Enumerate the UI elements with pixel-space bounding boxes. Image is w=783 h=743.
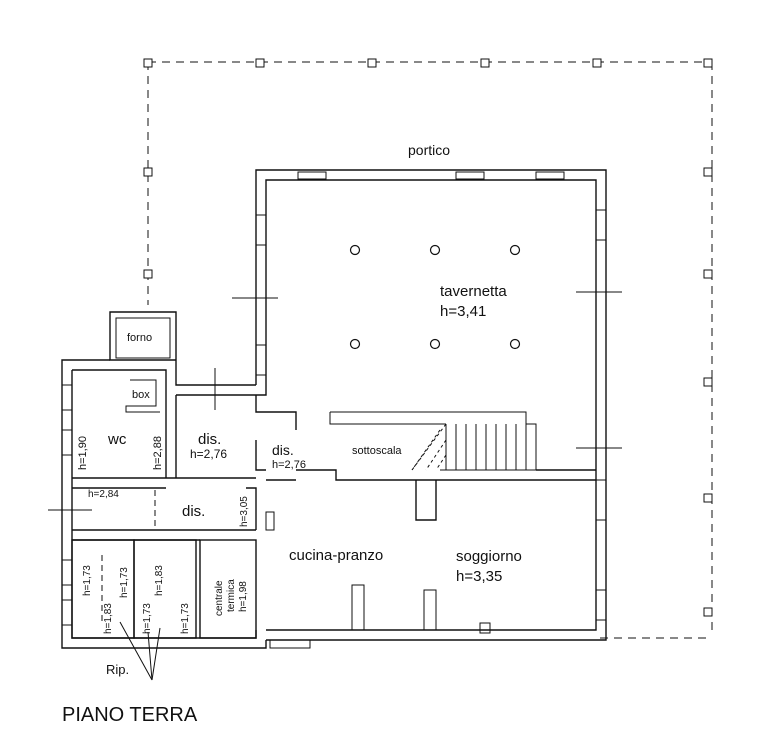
- forno-label: forno: [127, 332, 152, 344]
- closet-2-height-c: h=1,73: [180, 603, 191, 634]
- closet-1-height-c: h=1,73: [119, 567, 130, 598]
- soggiorno-label: soggiorno: [456, 548, 522, 565]
- dis-1-height: h=2,76: [190, 447, 227, 461]
- dis-1-label: dis.: [198, 431, 221, 448]
- wc-right-height: h=2,88: [152, 436, 164, 470]
- ceiling-lights: [349, 244, 521, 350]
- rip-leaders: [119, 621, 161, 681]
- corridor-height: h=2,84: [88, 489, 119, 500]
- portico-posts: [143, 58, 713, 617]
- cucina-label: cucina-pranzo: [289, 547, 383, 564]
- closet-2-height-b: h=1,73: [142, 603, 153, 634]
- closet-1-height-b: h=1,83: [103, 603, 114, 634]
- portico-label: portico: [408, 142, 450, 158]
- rip-label: Rip.: [106, 662, 129, 677]
- wc-height: h=1,90: [77, 436, 89, 470]
- centrale-height: h=1,98: [238, 581, 249, 612]
- closet-1-height-a: h=1,73: [82, 565, 93, 596]
- box-label: box: [132, 389, 150, 401]
- section-markers: [48, 291, 622, 625]
- building-walls: [61, 169, 607, 649]
- wc-label: wc: [107, 431, 127, 448]
- centrale-label-1: centrale: [214, 580, 225, 616]
- dis-2-label: dis.: [272, 442, 294, 458]
- tavernetta-height: h=3,41: [440, 303, 486, 320]
- soggiorno-height: h=3,35: [456, 568, 502, 585]
- portico-outline: [147, 61, 713, 639]
- tavernetta-label: tavernetta: [440, 283, 507, 300]
- windows: [61, 209, 607, 649]
- closet-2-height-a: h=1,83: [154, 565, 165, 596]
- staircase: [329, 411, 537, 471]
- sottoscala-label: sottoscala: [352, 445, 402, 457]
- plan-title: PIANO TERRA: [62, 704, 198, 726]
- dis-3-height: h=3,05: [239, 496, 250, 527]
- centrale-label-2: termica: [226, 579, 237, 612]
- dis-2-height: h=2,76: [272, 459, 306, 471]
- dis-3-label: dis.: [182, 503, 205, 520]
